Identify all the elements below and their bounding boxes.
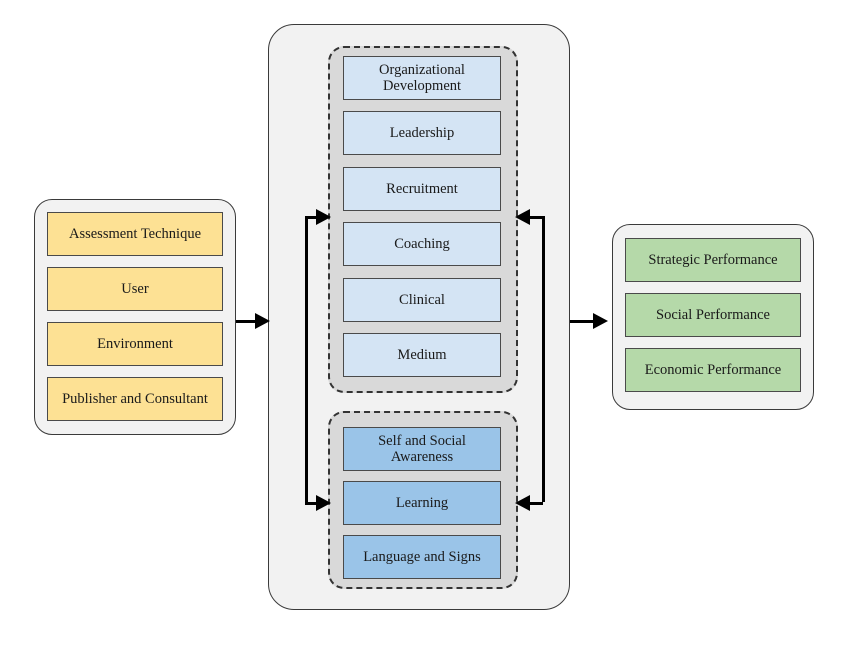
input-to-process-arrowhead xyxy=(255,313,270,329)
capability-item-learning: Learning xyxy=(343,481,501,525)
competence-item-label: Recruitment xyxy=(386,180,458,197)
input-item-label: User xyxy=(121,280,149,297)
output-item-label: Strategic Performance xyxy=(648,251,778,268)
process-to-output-line xyxy=(570,320,594,323)
competence-item-label: Leadership xyxy=(389,124,455,141)
left-feedback-bottom-arrowhead xyxy=(316,495,331,511)
output-item-strategic-performance: Strategic Performance xyxy=(625,238,801,282)
capability-item-language-and-signs: Language and Signs xyxy=(343,535,501,579)
right-feedback-top-line xyxy=(528,216,543,219)
right-feedback-bottom-arrowhead xyxy=(515,495,530,511)
capability-item-label: Language and Signs xyxy=(363,548,481,565)
left-feedback-top-line xyxy=(305,216,319,219)
input-item-label: Assessment Technique xyxy=(68,225,201,242)
input-to-process-line xyxy=(236,320,258,323)
competence-item-label: Organizational Development xyxy=(379,61,465,94)
right-feedback-top-arrowhead xyxy=(515,209,530,225)
input-item-user: User xyxy=(47,267,223,311)
left-feedback-spine xyxy=(305,216,308,502)
competence-item-recruitment: Recruitment xyxy=(343,167,501,211)
right-feedback-bottom-line xyxy=(528,502,543,505)
capability-item-label: Self and Social Awareness xyxy=(378,432,466,465)
left-feedback-bottom-line xyxy=(305,502,319,505)
right-feedback-spine xyxy=(542,216,545,502)
competence-item-label: Clinical xyxy=(399,291,445,308)
competence-item-coaching: Coaching xyxy=(343,222,501,266)
output-item-social-performance: Social Performance xyxy=(625,293,801,337)
process-to-output-arrowhead xyxy=(593,313,608,329)
input-item-assessment-technique: Assessment Technique xyxy=(47,212,223,256)
input-item-publisher-and-consultant: Publisher and Consultant xyxy=(47,377,223,421)
competence-item-organizational-development: Organizational Development xyxy=(343,56,501,100)
capability-item-self-and-social-awareness: Self and Social Awareness xyxy=(343,427,501,471)
competence-item-clinical: Clinical xyxy=(343,278,501,322)
output-item-label: Economic Performance xyxy=(644,361,782,378)
input-item-label: Publisher and Consultant xyxy=(62,390,208,407)
competence-item-label: Coaching xyxy=(394,235,450,252)
output-item-economic-performance: Economic Performance xyxy=(625,348,801,392)
competence-item-medium: Medium xyxy=(343,333,501,377)
input-item-environment: Environment xyxy=(47,322,223,366)
output-item-label: Social Performance xyxy=(656,306,770,323)
input-item-label: Environment xyxy=(97,335,173,352)
competence-item-label: Medium xyxy=(397,346,447,363)
left-feedback-top-arrowhead xyxy=(316,209,331,225)
capability-item-label: Learning xyxy=(395,494,449,511)
competence-item-leadership: Leadership xyxy=(343,111,501,155)
